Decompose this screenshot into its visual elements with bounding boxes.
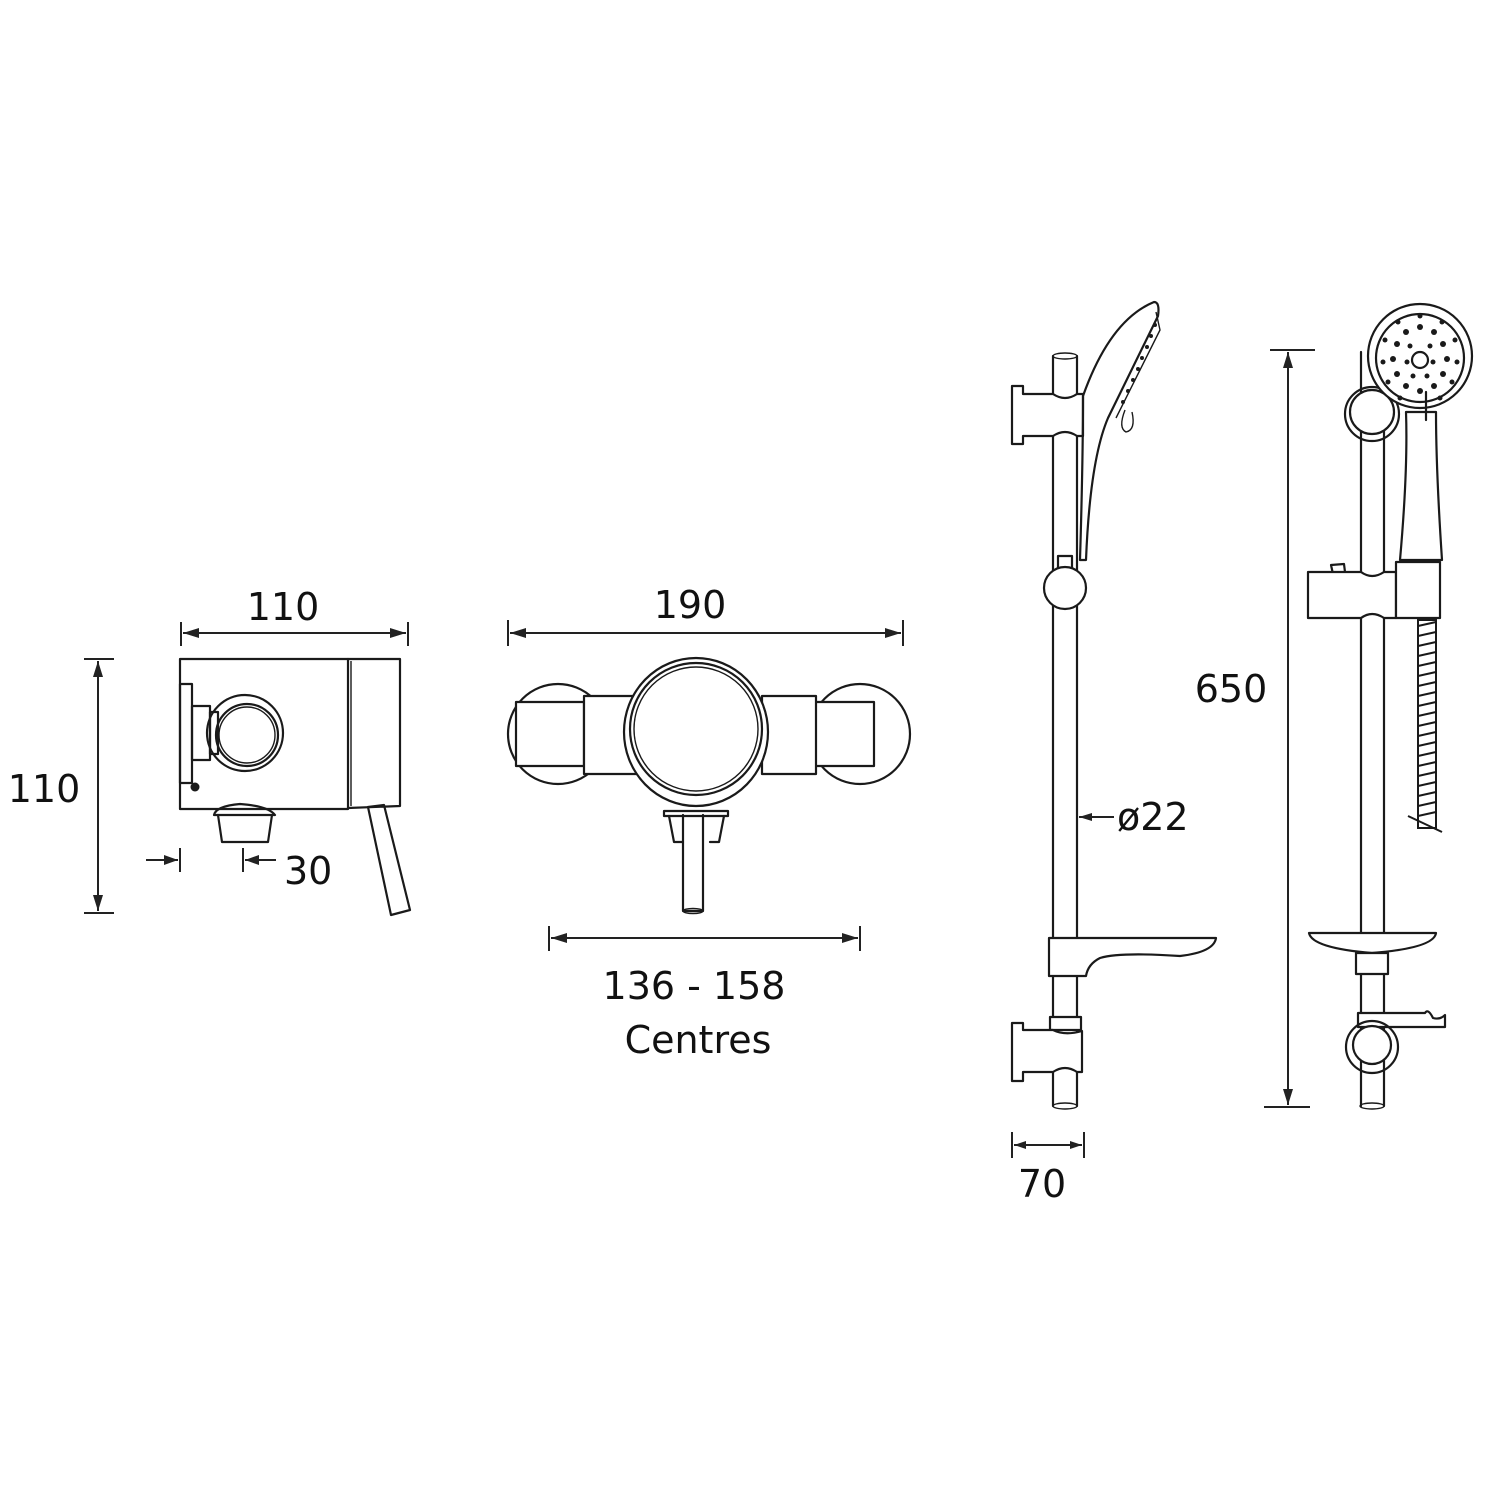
valve-body-side [178,657,350,811]
riser-rail [1051,354,1079,1108]
valve-front-width-label: 190 [654,583,727,627]
dimension-valve-front-width: 190 [507,583,904,646]
rail-diameter-label: ø22 [1117,795,1189,839]
spray-face-nozzles [1380,313,1460,401]
wall-plate [178,682,194,785]
temperature-dial [628,661,764,797]
rail-front-view: 650 [1195,302,1474,1110]
centre-nozzle [1410,350,1430,370]
valve-side-width-label: 110 [247,585,320,629]
shower-hose [1407,619,1443,833]
rail-slider [1306,570,1398,620]
rail-projection-label: 70 [1018,1162,1066,1206]
screw-icon [190,782,200,792]
valve-side-view: 110 110 [8,585,412,917]
valve-front-view: 190 136 - 158 Centres [506,583,912,1062]
soap-dish [1047,936,1218,978]
valve-cartridge-side [346,657,402,810]
rail-side-view: ø22 70 [1010,300,1218,1206]
dimension-rail-height: 650 [1195,349,1315,1108]
handset-face [1366,302,1474,410]
outlet-ring [205,693,285,773]
dimension-centres: 136 - 158 Centres [548,926,861,1062]
dimension-valve-side-height: 110 [8,658,114,914]
dimension-valve-offset: 30 [146,848,332,893]
bottom-wall-bracket [1010,1021,1084,1083]
centres-caption-label: Centres [625,1018,772,1062]
outlet-pipe [681,813,705,913]
top-wall-bracket [1010,384,1085,446]
dimension-rail-projection: 70 [1011,1132,1085,1206]
hose-holder [1356,1010,1447,1029]
rail-height-label: 650 [1195,667,1268,711]
dimension-rail-diameter: ø22 [1079,795,1189,839]
slider-knob [1042,565,1088,611]
spray-nozzles [1121,323,1157,404]
top-bracket-ring [1343,385,1401,443]
valve-side-height-label: 110 [8,767,81,811]
handset-side [1078,300,1160,562]
centres-value-label: 136 - 158 [603,964,786,1008]
dimension-valve-side-width: 110 [180,585,409,646]
valve-offset-label: 30 [284,849,332,893]
bottom-bracket-ring [1344,1019,1400,1075]
soap-dish-front [1307,931,1438,955]
valve-lever-side [366,803,412,917]
